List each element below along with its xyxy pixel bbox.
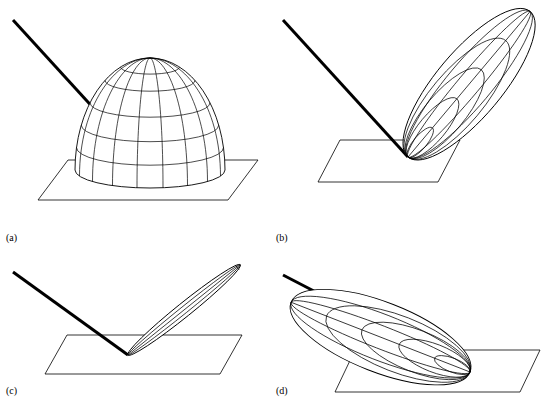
panel-label: (a) xyxy=(6,233,17,243)
panel-label: (c) xyxy=(6,386,17,396)
panel-d xyxy=(278,270,540,401)
panel-label: (d) xyxy=(276,386,288,396)
panel-a xyxy=(13,20,258,200)
panel-c xyxy=(13,259,245,374)
panel-b xyxy=(283,0,544,182)
panel-label: (b) xyxy=(276,233,288,243)
